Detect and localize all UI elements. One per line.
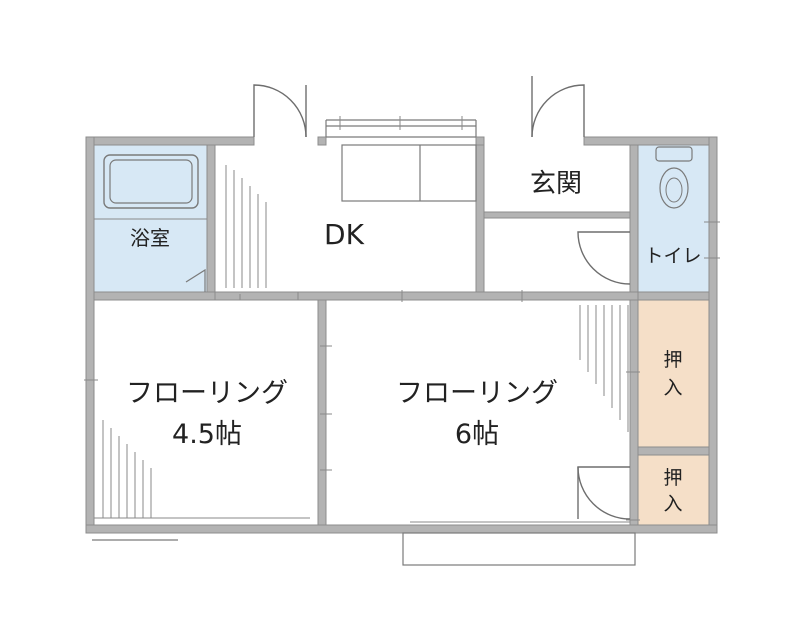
room-6-size-label: 6帖 bbox=[455, 419, 499, 450]
closet-lower-floor bbox=[638, 455, 709, 525]
closet-upper-label-2: 入 bbox=[663, 377, 682, 399]
toilet-floor bbox=[638, 145, 709, 292]
bathtub-icon bbox=[94, 154, 207, 292]
sliding-door-hatches bbox=[102, 165, 629, 518]
closet-upper-floor bbox=[638, 300, 709, 447]
top-window bbox=[325, 116, 477, 138]
toilet-icon bbox=[655, 146, 693, 209]
room-4-5-size-label: 4.5帖 bbox=[172, 419, 242, 450]
outer-walls bbox=[85, 136, 718, 534]
kitchen-counter bbox=[341, 144, 477, 202]
closet-lower-label-1: 押 bbox=[663, 467, 682, 489]
entrance-label: 玄関 bbox=[530, 169, 582, 199]
entrance-doors bbox=[253, 76, 585, 138]
interior-doors bbox=[577, 231, 631, 520]
room-6-type-label: フローリング bbox=[396, 378, 558, 409]
closet-upper-label-1: 押 bbox=[663, 349, 682, 371]
room-4-5-type-label: フローリング bbox=[126, 378, 288, 409]
bath-label: 浴室 bbox=[130, 226, 170, 250]
interior-walls bbox=[93, 144, 710, 526]
dk-label: DK bbox=[324, 218, 365, 251]
wall-ticks bbox=[84, 221, 720, 521]
bottom-window bbox=[402, 521, 636, 566]
closet-lower-label-2: 入 bbox=[663, 493, 682, 515]
left-window bbox=[92, 390, 310, 541]
toilet-label: トイレ bbox=[644, 245, 701, 267]
